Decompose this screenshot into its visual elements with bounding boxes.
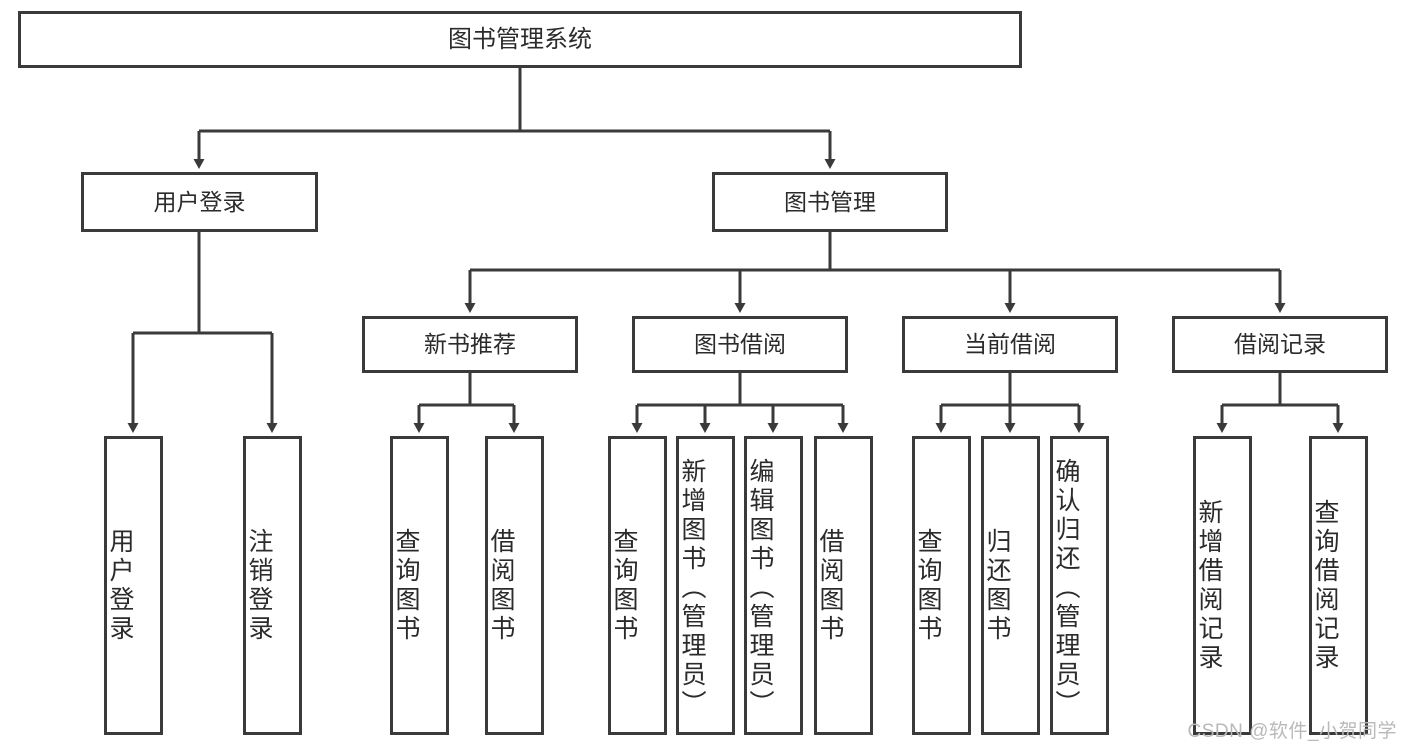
leaf-borrow-book-new[interactable]: 借阅图书 (485, 436, 544, 735)
node-label: 查询图书 (610, 527, 638, 644)
leaf-user-login[interactable]: 用户登录 (104, 436, 163, 735)
node-label: 用户登录 (106, 527, 134, 644)
node-root-system[interactable]: 图书管理系统 (18, 11, 1022, 68)
node-book-borrow[interactable]: 图书借阅 (632, 316, 848, 373)
leaf-add-borrow-record[interactable]: 新增借阅记录 (1193, 436, 1252, 735)
node-label: 借阅图书 (487, 527, 515, 644)
node-label: 查询图书 (914, 527, 942, 644)
node-user-login[interactable]: 用户登录 (81, 172, 318, 232)
node-label: 新书推荐 (424, 331, 516, 358)
node-label: 查询图书 (392, 527, 420, 644)
leaf-return-book[interactable]: 归还图书 (981, 436, 1040, 735)
node-label: 当前借阅 (964, 331, 1056, 358)
node-label: 编辑图书（管理员） (746, 458, 774, 719)
node-label: 图书管理 (784, 188, 876, 215)
leaf-query-book-new[interactable]: 查询图书 (390, 436, 449, 735)
node-label: 确认归还（管理员） (1052, 458, 1080, 719)
node-label: 注销登录 (245, 527, 273, 644)
node-label: 用户登录 (153, 188, 246, 215)
node-label: 新增图书（管理员） (678, 458, 706, 719)
node-book-management[interactable]: 图书管理 (712, 172, 948, 232)
node-label: 借阅记录 (1234, 331, 1326, 358)
node-label: 归还图书 (983, 527, 1011, 644)
leaf-borrow-book[interactable]: 借阅图书 (814, 436, 873, 735)
node-label: 图书借阅 (694, 331, 786, 358)
node-current-borrow[interactable]: 当前借阅 (902, 316, 1118, 373)
node-borrow-record[interactable]: 借阅记录 (1172, 316, 1388, 373)
leaf-query-borrow-record[interactable]: 查询借阅记录 (1309, 436, 1368, 735)
node-label: 借阅图书 (816, 527, 844, 644)
node-label: 图书管理系统 (448, 25, 592, 53)
leaf-query-book-borrow[interactable]: 查询图书 (608, 436, 667, 735)
watermark-text: CSDN @软件_小贺同学 (1187, 721, 1397, 742)
leaf-confirm-return-admin[interactable]: 确认归还（管理员） (1050, 436, 1109, 735)
leaf-edit-book-admin[interactable]: 编辑图书（管理员） (744, 436, 803, 735)
leaf-user-logout[interactable]: 注销登录 (243, 436, 302, 735)
node-label: 新增借阅记录 (1195, 498, 1223, 673)
leaf-query-book-current[interactable]: 查询图书 (912, 436, 971, 735)
node-label: 查询借阅记录 (1311, 498, 1339, 673)
leaf-add-book-admin[interactable]: 新增图书（管理员） (676, 436, 735, 735)
node-new-book-recommend[interactable]: 新书推荐 (362, 316, 578, 373)
